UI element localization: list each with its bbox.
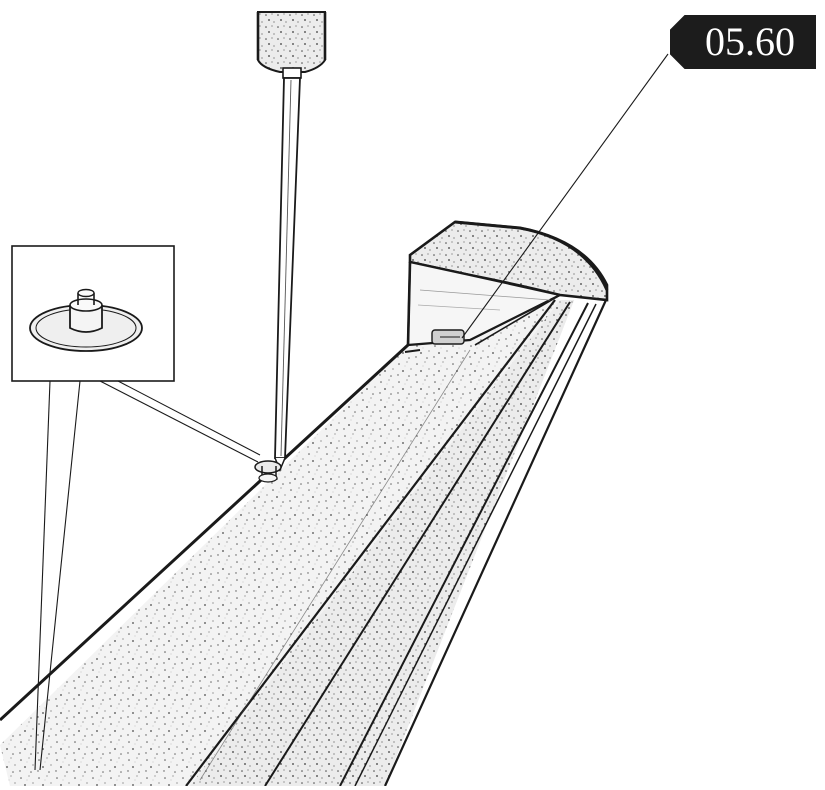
leader-lines	[34, 53, 669, 771]
rail-icon	[0, 294, 608, 787]
end-cap-icon	[404, 220, 609, 353]
detail-inset	[11, 245, 175, 382]
screwdriver-icon	[256, 11, 327, 472]
washer-icon	[254, 460, 282, 483]
